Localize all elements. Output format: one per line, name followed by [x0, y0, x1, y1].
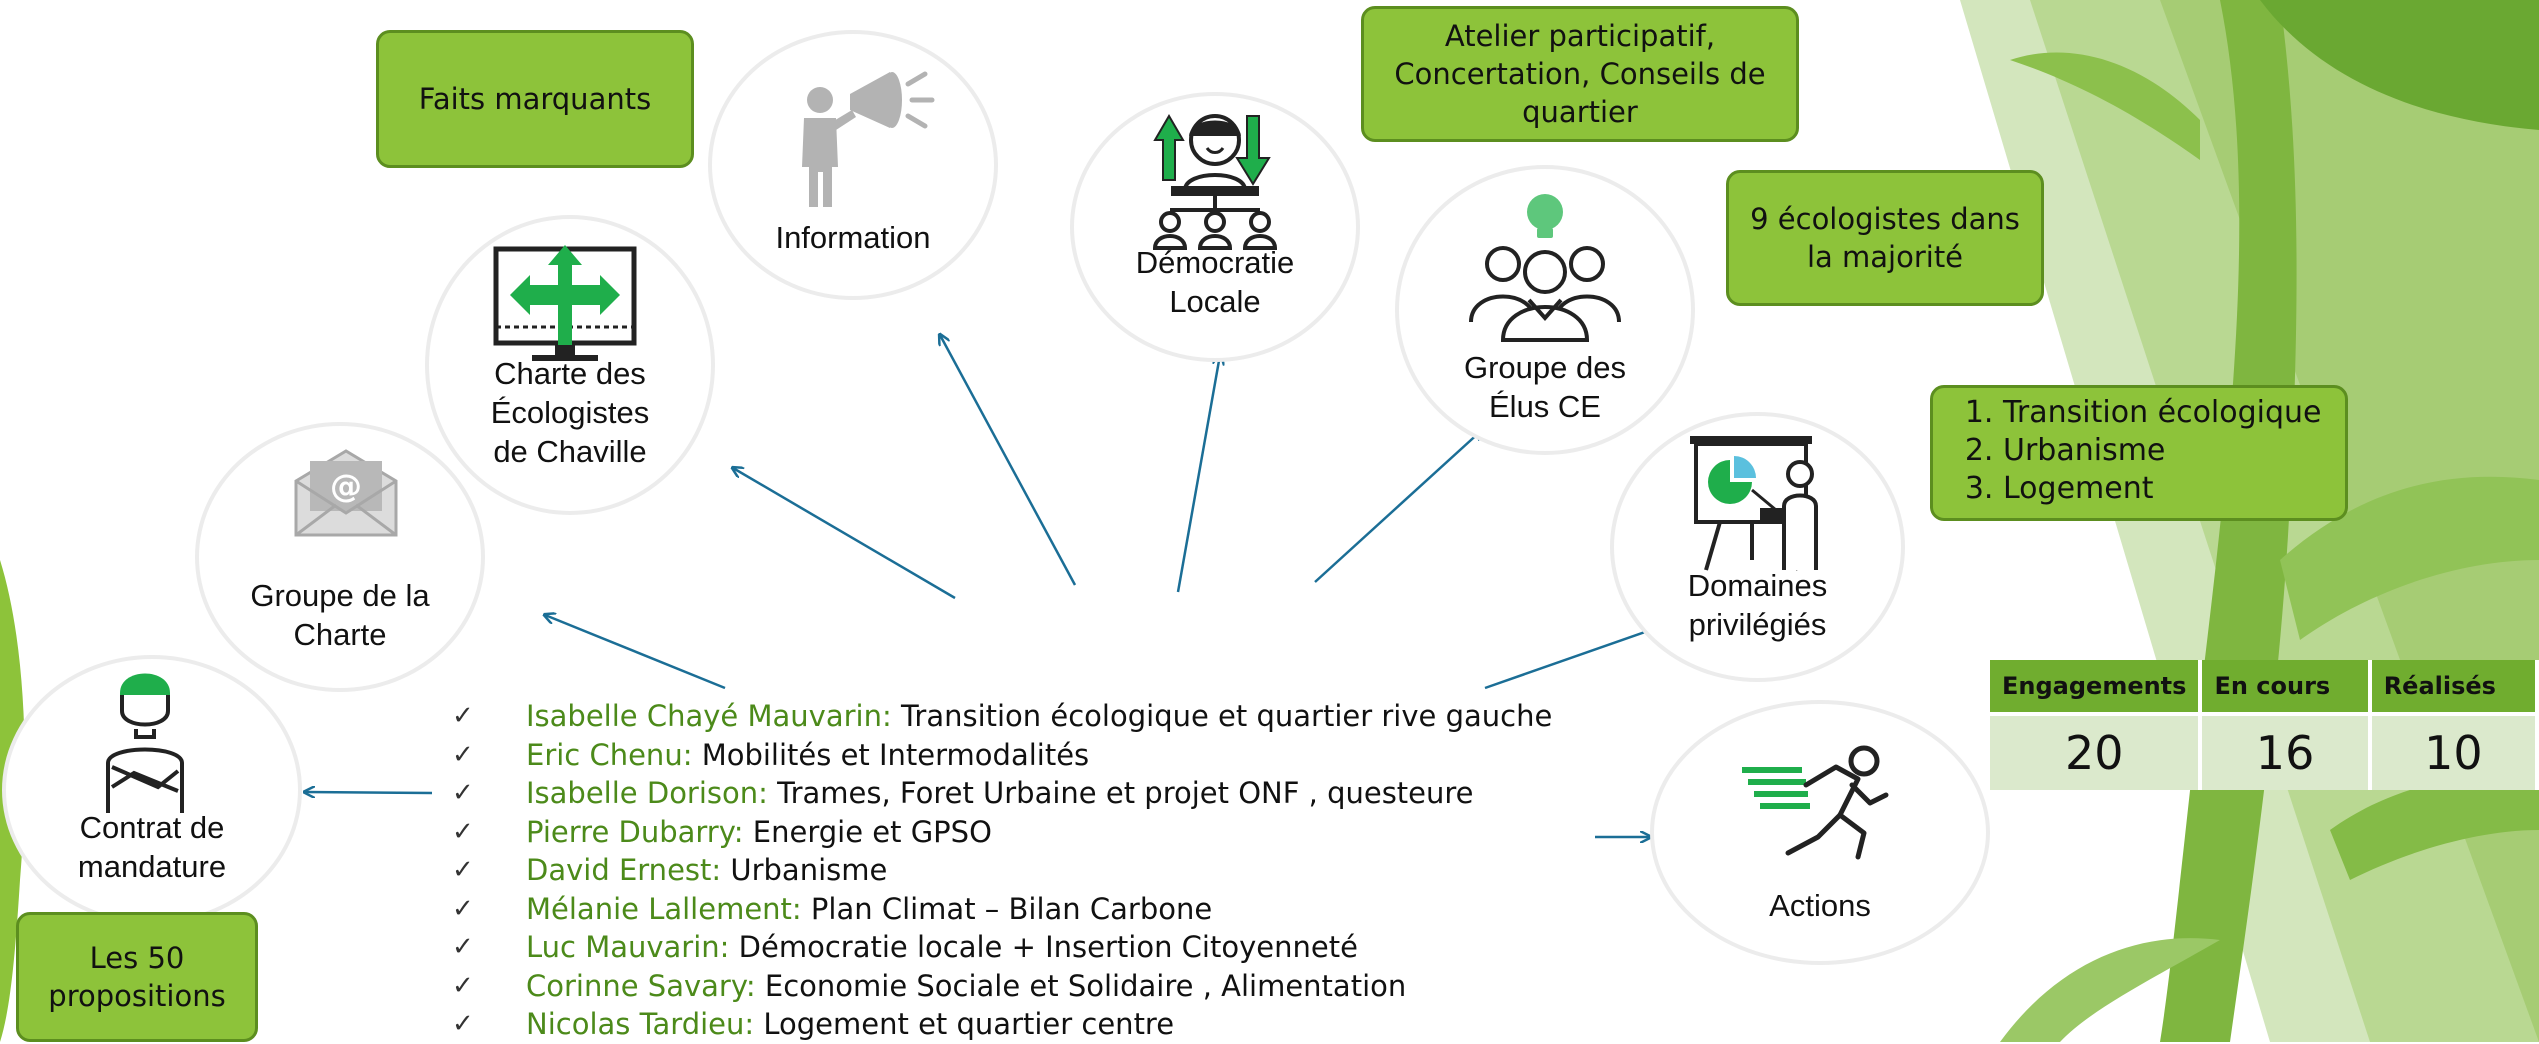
group-lightbulb-icon — [1469, 194, 1621, 342]
member-name: Pierre Dubarry: — [526, 814, 744, 849]
member-item: ✓ Isabelle Dorison: Trames, Foret Urbaine… — [452, 774, 1552, 813]
member-role: Mobilités et Intermodalités — [701, 737, 1090, 772]
running-person-icon — [1742, 745, 1889, 860]
person-arms-crossed-icon — [106, 673, 184, 813]
monitor-signpost-icon — [493, 245, 637, 361]
member-role: Transition écologique et quartier rive g… — [900, 699, 1553, 733]
member-role: Trames, Foret Urbaine et projet ONF , qu… — [777, 776, 1474, 810]
member-item: ✓ Isabelle Chayé Mauvarin: Transition éco… — [452, 697, 1552, 736]
node-label-information: Information — [775, 220, 931, 255]
node-circle-information — [708, 30, 998, 300]
leader-hierarchy-icon — [1152, 114, 1278, 250]
priority-item: Logement — [2003, 470, 2333, 508]
priority-item: Transition écologique — [2003, 394, 2333, 432]
priority-item: Urbanisme — [2003, 432, 2333, 470]
priorities-list: Transition écologique Urbanisme Logement — [1930, 385, 2348, 521]
atelier-box: Atelier participatif, Concertation, Cons… — [1361, 6, 1799, 142]
checkmark-icon: ✓ — [452, 970, 474, 1001]
member-item: ✓ Pierre Dubarry: Energie et GPSO — [452, 813, 1552, 852]
member-name: David Ernest: — [526, 853, 722, 887]
member-item: ✓ Mélanie Lallement: Plan Climat – Bilan … — [452, 890, 1552, 929]
presentation-board-icon — [1690, 436, 1818, 571]
checkmark-icon: ✓ — [452, 739, 474, 770]
member-role: Energie et GPSO — [752, 814, 992, 849]
node-label-democratie: Démocratie Locale — [1135, 245, 1295, 319]
stats-header-engagements: Engagements — [1990, 660, 2203, 716]
stats-value-engagements: 20 — [1990, 714, 2203, 790]
member-item: ✓ Luc Mauvarin: Démocratie locale + Inser… — [452, 928, 1552, 967]
checkmark-icon: ✓ — [452, 855, 474, 885]
stats-value-en-cours: 16 — [2200, 714, 2372, 790]
propositions-box: Les 50 propositions — [16, 912, 258, 1042]
checkmark-icon: ✓ — [452, 816, 474, 847]
member-item: ✓ Nicolas Tardieu: Logement et quartier c… — [452, 1005, 1552, 1044]
member-name: Luc Mauvarin: — [526, 930, 730, 964]
stats-table: Engagements En cours Réalisés 20 16 10 — [1990, 660, 2539, 790]
member-role: Urbanisme — [730, 853, 888, 887]
megaphone-person-icon — [802, 71, 935, 207]
checkmark-icon: ✓ — [452, 893, 474, 924]
node-label-groupe-elus: Groupe des Élus CE — [1464, 350, 1626, 424]
email-envelope-icon: @ — [294, 449, 398, 537]
member-item: ✓ Corinne Savary: Economie Sociale et Sol… — [452, 967, 1552, 1006]
member-name: Corinne Savary: — [526, 968, 756, 1003]
member-role: Economie Sociale et Solidaire , Alimenta… — [764, 968, 1407, 1003]
ecologistes-box: 9 écologistes dans la majorité — [1726, 170, 2044, 306]
member-role: Démocratie locale + Insertion Citoyennet… — [738, 930, 1358, 964]
members-list: ✓ Isabelle Chayé Mauvarin: Transition éco… — [452, 697, 1552, 1044]
member-name: Nicolas Tardieu: — [526, 1007, 755, 1041]
member-name: Isabelle Chayé Mauvarin: — [526, 699, 892, 733]
node-label-actions: Actions — [1769, 888, 1871, 923]
node-label-charte: Charte des Écologistes de Chaville — [490, 356, 650, 469]
checkmark-icon: ✓ — [452, 932, 474, 962]
node-label-groupe-charte: Groupe de la Charte — [250, 578, 430, 652]
member-name: Eric Chenu: — [526, 737, 693, 772]
svg-text:@: @ — [330, 467, 362, 505]
stats-header-row: Engagements En cours Réalisés — [1990, 660, 2539, 716]
member-role: Logement et quartier centre — [763, 1007, 1175, 1041]
member-item: ✓ Eric Chenu: Mobilités et Intermodalités — [452, 736, 1552, 775]
stats-value-row: 20 16 10 — [1990, 714, 2539, 790]
stats-header-realises: Réalisés — [2369, 660, 2539, 716]
faits-marquants-box: Faits marquants — [376, 30, 694, 168]
node-label-domaines: Domaines privilégiés — [1687, 568, 1828, 642]
checkmark-icon: ✓ — [452, 701, 474, 731]
member-role: Plan Climat – Bilan Carbone — [810, 891, 1213, 926]
node-label-contrat: Contrat de mandature — [77, 810, 227, 884]
stats-value-realises: 10 — [2369, 714, 2539, 790]
stats-header-en-cours: En cours — [2200, 660, 2372, 716]
checkmark-icon: ✓ — [452, 778, 474, 808]
member-name: Mélanie Lallement: — [526, 891, 802, 926]
checkmark-icon: ✓ — [452, 1009, 474, 1039]
member-name: Isabelle Dorison: — [526, 776, 768, 810]
member-item: ✓ David Ernest: Urbanisme — [452, 851, 1552, 890]
